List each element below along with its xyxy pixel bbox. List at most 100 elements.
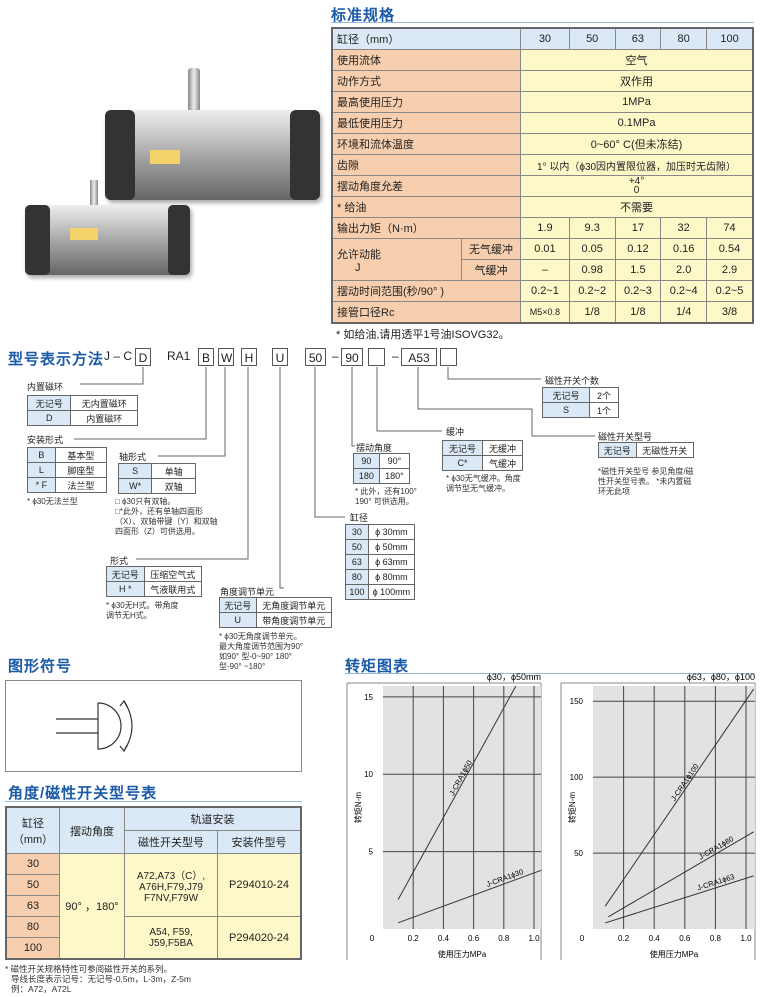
series-line	[397, 869, 542, 924]
x-axis-label: 使用压力MPa	[650, 949, 699, 959]
switch-count-label: 磁性开关个数	[545, 376, 600, 386]
option-code: W*	[117, 478, 153, 494]
bore-80: 80	[660, 27, 708, 50]
code-switch: A53	[401, 348, 437, 366]
code-mount: B	[198, 348, 214, 366]
chart-title: ϕ30，ϕ50mm	[487, 672, 541, 682]
option-desc: 无磁性开关	[635, 442, 695, 458]
y-tick-label: 150	[570, 697, 584, 706]
option-code: 无记号	[106, 566, 145, 582]
option-desc: 1个	[588, 402, 620, 418]
model-title: 型号表示方法	[8, 351, 105, 368]
bore-30: 30	[520, 27, 570, 50]
mount-label: 安装形式	[27, 435, 64, 445]
adjust-note: * ϕ30无角度调节单元。最大角度调节范围为90° 如90° 型-0~90° 1…	[219, 632, 304, 671]
type-label: 形式	[110, 556, 129, 566]
port-label: 接管口径Rc	[331, 301, 522, 324]
option-code: 无记号	[219, 597, 257, 613]
bore-50: 50	[568, 27, 616, 50]
option-desc: ϕ 100mm	[367, 584, 416, 600]
option-code: D	[26, 410, 72, 426]
option-desc: 气缓冲	[482, 455, 523, 471]
option-desc: 无角度调节单元	[255, 597, 333, 613]
series-line	[608, 831, 754, 918]
tolerance-upper: +4°	[628, 176, 645, 187]
symbol-box	[5, 680, 302, 772]
switch-type-table: 无记号无磁性开关	[598, 442, 695, 458]
y-tick-label: 50	[574, 849, 583, 858]
x-tick-label: 0	[370, 934, 375, 943]
spec-value: 0.01	[520, 238, 570, 260]
spec-title: 标准规格	[331, 7, 396, 24]
code-switch-count	[440, 348, 457, 366]
x-tick-label: 1.0	[528, 934, 540, 943]
x-tick-label: 0.8	[710, 934, 722, 943]
max-pressure-value: 1MPa	[520, 91, 754, 113]
bracket-group1: P294010-24	[217, 853, 302, 917]
code-bore: 50	[305, 348, 326, 366]
h-angle: 摆动角度	[59, 806, 125, 854]
backlash-label: 齿隙	[331, 154, 522, 176]
h-rail: 轨道安装	[124, 806, 302, 831]
switch-type-note: *磁性开关型号 参见角度/磁性开关型号表。 *未内置磁环无此项	[598, 467, 694, 496]
swing-time-label: 摆动时间范围(秒/90° )	[331, 280, 522, 302]
option-desc: ϕ 30mm	[367, 524, 416, 540]
switch-table-title: 角度/磁性开关型号表	[8, 785, 158, 802]
cushion-note: * ϕ30无气缓冲。角度调节型无气缓冲。	[446, 474, 521, 493]
option-code: H *	[106, 581, 145, 597]
x-tick-label: 0.8	[498, 934, 510, 943]
type-note: * ϕ30无H式。带角度调节无H式。	[106, 601, 179, 620]
series-line	[605, 875, 754, 924]
code-cushion	[368, 348, 385, 366]
lubrication-label: * 给油	[331, 196, 522, 218]
no-cushion-label: 无气缓冲	[460, 238, 522, 260]
y-tick-label: 5	[369, 848, 374, 857]
y-tick-label: 15	[364, 693, 373, 702]
option-desc: ϕ 63mm	[367, 554, 416, 570]
code-dash1: –	[332, 349, 339, 363]
min-pressure-value: 0.1MPa	[520, 112, 754, 134]
code-dash2: –	[392, 349, 399, 363]
x-tick-label: 0.4	[649, 934, 661, 943]
option-desc: 脚座型	[54, 462, 108, 478]
mount-note: * ϕ30无法兰型	[27, 497, 78, 506]
fluid-value: 空气	[520, 49, 754, 71]
code-magnet: D	[135, 348, 151, 366]
angle-switch-table: 缸径（mm） 摆动角度 轨道安装 磁性开关型号安装件型号 30 90° ，180…	[5, 806, 302, 960]
option-row: 无记号无缓冲	[442, 440, 523, 456]
option-code: S	[117, 463, 153, 479]
option-code: C*	[442, 455, 483, 471]
x-tick-label: 1.0	[740, 934, 752, 943]
x-tick-label: 0.6	[679, 934, 691, 943]
option-desc: 双轴	[151, 478, 196, 494]
switch-table-notes: * 磁性开关规格特性可参阅磁性开关的系列。导线长度表示记号：无记号-0.5m，L…	[5, 964, 191, 994]
series-line	[397, 685, 517, 900]
x-axis-label: 使用压力MPa	[438, 949, 487, 959]
shaft-note: □ ϕ30只有双轴。□*此外，还有单轴四面形（X）、双轴带键（Y）和双轴四面形（…	[115, 497, 218, 536]
option-row: 无记号压缩空气式	[106, 566, 203, 582]
option-row: H *气液联用式	[106, 581, 203, 597]
bore-cell: 80	[5, 916, 60, 938]
bore-label: 缸径（mm）	[331, 27, 522, 50]
spec-note: * 如给油,请用透平1号油ISOVG32。	[336, 329, 510, 341]
bracket-group2: P294020-24	[217, 916, 302, 960]
code-ra1: RA1	[167, 349, 191, 363]
spec-value: 0.2~4	[660, 280, 708, 302]
option-desc: 压缩空气式	[143, 566, 203, 582]
code-type: H	[241, 348, 257, 366]
temperature-label: 环境和流体温度	[331, 133, 522, 155]
code-prefix: J – C	[104, 349, 133, 363]
h-bracket: 安装件型号	[217, 830, 302, 854]
